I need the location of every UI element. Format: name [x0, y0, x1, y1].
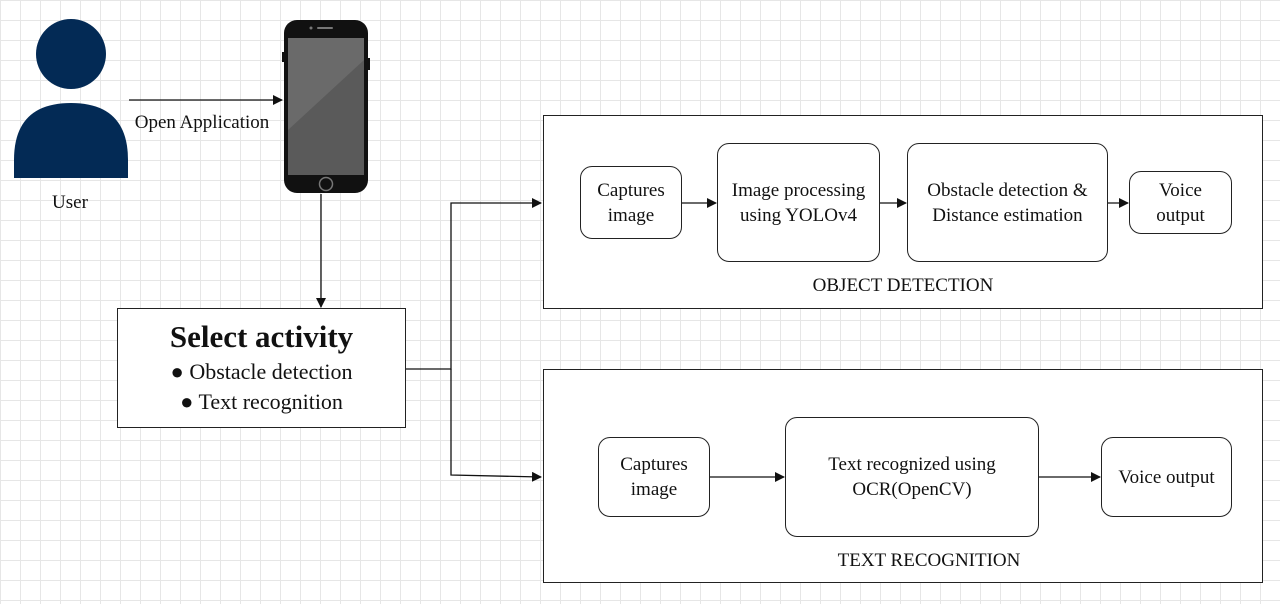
tr-voice-output-box: Voice output: [1101, 437, 1232, 517]
tr-text-recognized-box: Text recognized using OCR(OpenCV): [785, 417, 1039, 537]
text-recognition-caption: TEXT RECOGNITION: [837, 550, 1021, 571]
od-obstacle-detection-box: Obstacle detection & Distance estimation: [907, 143, 1108, 262]
option-text-recognition: ● Text recognition: [180, 389, 343, 414]
od-voice-output-box: Voice output: [1129, 171, 1232, 234]
od-captures-image-box: Captures image: [580, 166, 682, 239]
select-activity-box: Select activity ● Obstacle detection ● T…: [117, 308, 406, 428]
user-label: User: [52, 192, 88, 213]
od-image-processing-box: Image processing using YOLOv4: [717, 143, 880, 262]
bullet-icon: ●: [170, 359, 190, 384]
select-activity-title: Select activity: [169, 319, 354, 354]
object-detection-caption: OBJECT DETECTION: [812, 275, 994, 296]
tr-captures-image-box: Captures image: [598, 437, 710, 517]
open-application-label: Open Application: [134, 112, 270, 133]
option-obstacle-detection: ● Obstacle detection: [170, 359, 353, 384]
bullet-icon: ●: [180, 389, 199, 414]
